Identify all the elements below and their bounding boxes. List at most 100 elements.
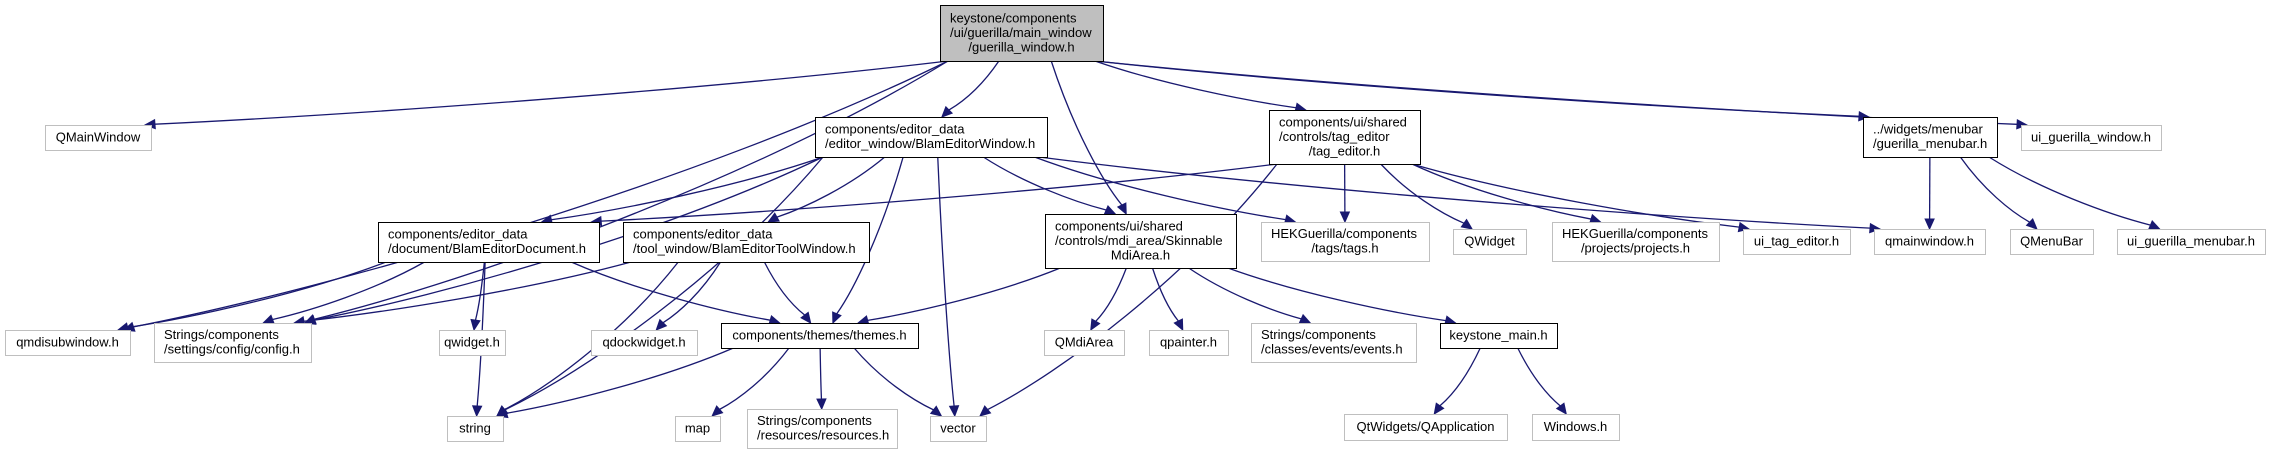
node-bedoc[interactable]: components/editor_data/document/BlamEdit… [378, 222, 600, 263]
node-label-line: HEKGuerilla/components [1271, 226, 1417, 241]
node-resources: Strings/components/resources/resources.h [747, 409, 898, 449]
node-menubar[interactable]: ../widgets/menubar/guerilla_menubar.h [1863, 117, 1998, 158]
arrowhead-icon [929, 405, 943, 417]
edge-line [1050, 60, 1123, 206]
edge-line [314, 60, 949, 320]
node-projects: HEKGuerilla/components/projects/projects… [1552, 222, 1720, 262]
edge-main-to-config [303, 60, 949, 324]
edge-menubar-to-QMenuBar [1959, 156, 2038, 230]
node-label-line: keystone/components [950, 10, 1077, 25]
node-map: map [675, 416, 721, 442]
arrowhead-icon [655, 318, 668, 331]
arrowhead-icon [1555, 402, 1567, 415]
node-box [1743, 229, 1851, 255]
edge-themes-to-vector [853, 347, 943, 417]
node-box [378, 222, 600, 263]
edge-main-to-bew [940, 60, 1000, 118]
edge-line [983, 156, 1107, 211]
edge-line [504, 156, 824, 411]
node-box [2021, 125, 2162, 151]
node-label-line: /ui/guerilla/main_window [950, 25, 1092, 40]
edge-line [1380, 163, 1465, 224]
node-label-line: QWidget [1464, 233, 1515, 248]
arrowhead-icon [2025, 217, 2038, 230]
node-label-line: QMenuBar [2020, 233, 2084, 248]
node-label-line: components/editor_data [388, 227, 528, 242]
node-box [940, 5, 1104, 62]
node-label-line: Strings/components [1261, 327, 1376, 342]
node-label-line: /tags/tags.h [1311, 241, 1378, 256]
edge-line [662, 261, 722, 324]
node-box [2117, 229, 2266, 255]
node-box [5, 330, 131, 356]
arrowhead-icon [262, 314, 275, 325]
edge-line [601, 163, 1278, 222]
node-box [1874, 229, 1986, 255]
edge-line [1959, 156, 2030, 223]
node-string: string [447, 416, 504, 442]
edge-themes-to-string [495, 347, 734, 419]
arrowhead-icon [470, 318, 481, 332]
node-betw[interactable]: components/editor_data/tool_window/BlamE… [623, 222, 870, 263]
node-mdiarea[interactable]: components/ui/shared/controls/mdi_area/S… [1045, 214, 1237, 269]
node-label-line: components/ui/shared [1055, 218, 1183, 233]
node-box [591, 330, 698, 356]
node-label-line: MdiArea.h [1111, 247, 1170, 262]
node-label-line: QMainWindow [56, 129, 141, 144]
node-box [930, 416, 987, 442]
edge-line [474, 261, 486, 321]
node-QMenuBar: QMenuBar [2010, 229, 2094, 255]
node-box [1453, 229, 1527, 255]
edge-line [776, 156, 886, 218]
node-main[interactable]: keystone/components/ui/guerilla/main_win… [940, 5, 1104, 62]
edge-line [867, 267, 1061, 322]
edge-mdiarea-to-QMdiArea [1090, 267, 1127, 332]
node-label-line: /tag_editor.h [1309, 143, 1381, 158]
edge-keystone_main-to-Windows [1517, 347, 1567, 415]
arrowhead-icon [711, 405, 724, 417]
node-themes[interactable]: components/themes/themes.h [721, 323, 919, 349]
arrowhead-icon [1339, 211, 1351, 224]
node-box [747, 409, 898, 449]
edge-mdiarea-to-qpainter [1151, 267, 1184, 332]
edge-mdiarea-to-themes [856, 267, 1061, 326]
arrowhead-icon [1298, 313, 1312, 324]
node-bew[interactable]: components/editor_data/editor_window/Bla… [815, 117, 1048, 158]
node-box [1269, 110, 1421, 165]
node-box [1552, 222, 1720, 262]
arrowhead-icon [2147, 220, 2161, 230]
edge-betw-to-config [292, 261, 632, 327]
node-label-line: components/editor_data [825, 122, 965, 137]
node-label-line: HEKGuerilla/components [1562, 226, 1708, 241]
arrowhead-icon [1173, 318, 1184, 332]
arrowhead-icon [767, 212, 780, 223]
node-ui_guerilla_window: ui_guerilla_window.h [2021, 125, 2162, 151]
arrowhead-icon [832, 311, 842, 325]
node-tag_editor[interactable]: components/ui/shared/controls/tag_editor… [1269, 110, 1421, 165]
node-label-line: qwidget.h [444, 334, 500, 349]
node-keystone_main[interactable]: keystone_main.h [1440, 323, 1558, 349]
edge-line [763, 261, 806, 316]
edge-line [1038, 156, 1871, 229]
edge-menubar-to-ui_guerilla_menubar [1988, 156, 2161, 230]
node-label-line: components/ui/shared [1279, 114, 1407, 129]
node-box [1440, 323, 1558, 349]
node-box [1149, 330, 1229, 356]
node-QApplication: QtWidgets/QApplication [1344, 414, 1508, 441]
edge-themes-to-map [711, 347, 790, 417]
node-label-line: map [685, 420, 710, 435]
node-box [675, 416, 721, 442]
edge-bew-to-bedoc [540, 156, 824, 225]
edge-line [1988, 156, 2151, 226]
node-ui_tag_editor: ui_tag_editor.h [1743, 229, 1851, 255]
node-label-line: /classes/events/events.h [1261, 342, 1403, 357]
edge-line [551, 156, 824, 221]
node-label-line: components/themes/themes.h [732, 327, 906, 342]
node-config: Strings/components/settings/config/confi… [154, 323, 312, 363]
edge-betw-to-themes [763, 261, 812, 324]
node-label-line: qpainter.h [1160, 334, 1217, 349]
arrowhead-icon [1116, 202, 1127, 216]
edge-line [987, 163, 1278, 411]
node-label-line: /projects/projects.h [1581, 241, 1690, 256]
